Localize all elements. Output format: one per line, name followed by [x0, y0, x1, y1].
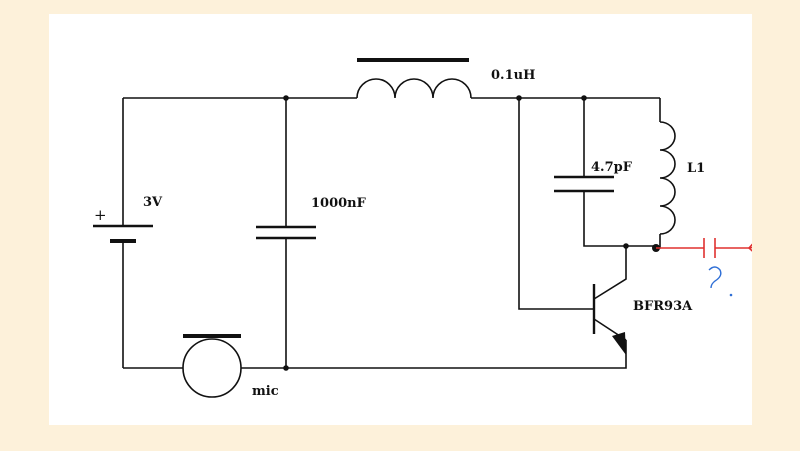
circuit-schematic: 3V + 1000nF 0.1uH 4.7pF L1 BFR93A mic [93, 58, 752, 399]
battery-plus-sign: + [94, 206, 107, 224]
battery-label: 3V [143, 195, 163, 210]
coil-l1-label: L1 [687, 161, 705, 176]
junction-dot [283, 365, 289, 371]
blue-question-mark [708, 266, 733, 297]
coil-l1 [656, 98, 676, 249]
wire-base-feed [518, 98, 594, 310]
microphone-label: mic [252, 384, 279, 399]
microphone [182, 334, 242, 398]
schematic-canvas: 3V + 1000nF 0.1uH 4.7pF L1 BFR93A mic [49, 14, 752, 425]
junction-dot [283, 95, 289, 101]
transistor-bfr93a [592, 246, 627, 355]
battery-3v [93, 98, 153, 368]
transistor-label: BFR93A [633, 299, 693, 314]
capacitor-1000nf [256, 98, 316, 368]
inductor-label: 0.1uH [491, 68, 535, 83]
wire-bottom-right [241, 355, 627, 369]
capacitor-4-7pf-label: 4.7pF [591, 160, 633, 175]
capacitor-4-7pf [554, 98, 656, 247]
capacitor-1000nf-label: 1000nF [311, 196, 367, 211]
emitter-arrow [612, 332, 626, 355]
inductor-0-1uh [356, 58, 472, 99]
red-annotation-antenna [656, 238, 752, 258]
